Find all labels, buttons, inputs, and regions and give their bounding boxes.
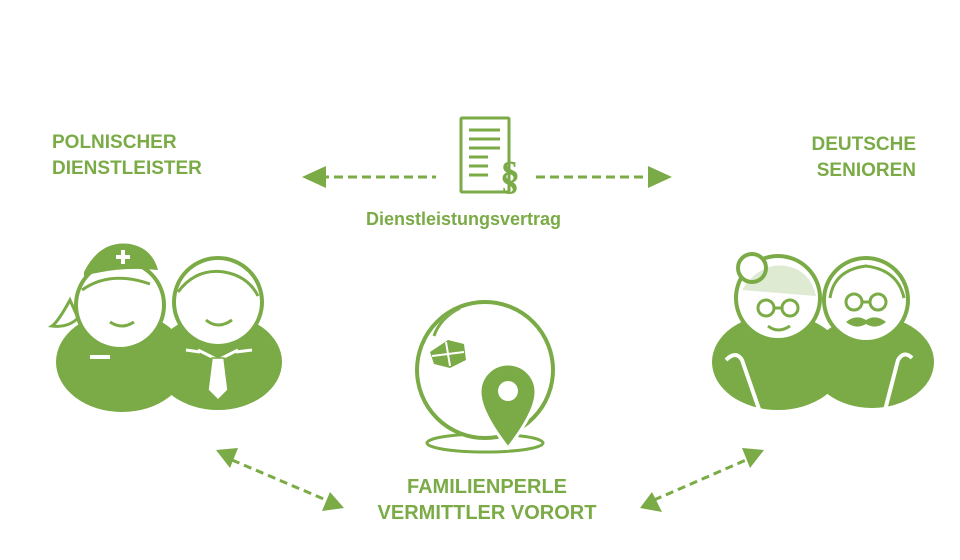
left-group-line2: DIENSTLEISTER bbox=[52, 158, 202, 179]
contract-document-icon bbox=[459, 116, 511, 194]
double-arrow-left-horizontal bbox=[302, 166, 436, 188]
paragraph-symbol-icon: § bbox=[500, 153, 520, 198]
center-line2: VERMITTLER VORORT bbox=[377, 502, 597, 524]
double-arrow-bottom-left-diagonal bbox=[216, 448, 344, 511]
grandmother-with-glasses-icon bbox=[712, 252, 844, 413]
double-arrow-right-horizontal bbox=[536, 166, 672, 188]
right-group-line2: SENIOREN bbox=[816, 160, 916, 181]
nurse-caregiver-icon bbox=[47, 243, 188, 412]
double-arrow-bottom-right-diagonal bbox=[640, 448, 764, 512]
center-line1: FAMILIENPERLE bbox=[406, 476, 567, 498]
contract-label: Dienstleistungsvertrag bbox=[366, 209, 562, 229]
globe-location-pin-icon bbox=[415, 300, 555, 454]
center-label: FAMILIENPERLE VERMITTLER VORORT bbox=[356, 474, 618, 526]
left-group-line1: POLNISCHER bbox=[52, 132, 177, 153]
man-with-tie-icon bbox=[154, 256, 282, 410]
left-group-label: POLNISCHER DIENSTLEISTER bbox=[52, 130, 202, 182]
right-group-label: DEUTSCHE SENIOREN bbox=[811, 132, 916, 184]
grandfather-with-mustache-icon bbox=[810, 256, 934, 415]
right-group-line1: DEUTSCHE bbox=[811, 134, 916, 155]
